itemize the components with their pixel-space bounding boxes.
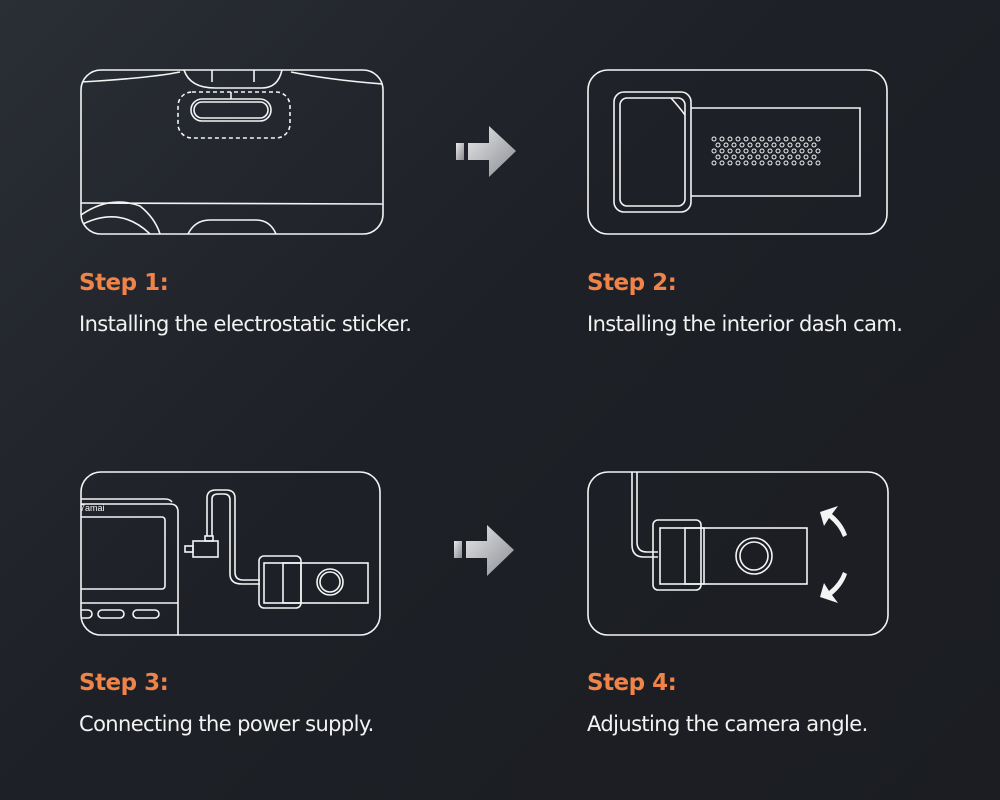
grille-dot [731,154,737,160]
grille-dot [783,148,789,154]
arrow-right-icon [454,525,514,576]
grille-dot [727,160,733,166]
grille-dot [791,136,797,142]
grille-dot [743,160,749,166]
grille-dot [759,136,765,142]
step-3-description: Connecting the power supply. [79,712,374,736]
grille-dot [807,160,813,166]
grille-dot [795,142,801,148]
grille-dot [767,160,773,166]
grille-dot [739,142,745,148]
grille-dot [815,136,821,142]
step-2-description: Installing the interior dash cam. [587,312,903,336]
grille-dot [811,154,817,160]
grille-dot [751,160,757,166]
grille-dot [723,142,729,148]
grille-dot [811,142,817,148]
power-illustration [80,471,381,636]
brand-logo: 7amai [80,503,105,513]
grille-dot [795,154,801,160]
grille-dot [815,160,821,166]
grille-dot [767,136,773,142]
grille-dot [743,136,749,142]
grille-dot [735,160,741,166]
step-2-label: Step 2: [587,270,677,296]
grille-dot [751,148,757,154]
grille-dot [771,142,777,148]
grille-dot [771,154,777,160]
grille-dot [755,154,761,160]
grille-dot [783,160,789,166]
step-1-description: Installing the electrostatic sticker. [79,312,412,336]
grille-dot [739,154,745,160]
grille-dot [723,154,729,160]
grille-dot [763,154,769,160]
grille-dot [735,148,741,154]
grille-dot [711,148,717,154]
grille-dot [815,148,821,154]
grille-dot [799,136,805,142]
sticker-illustration [80,69,384,235]
grille-dot [759,148,765,154]
grille-dot [807,136,813,142]
step-3-label: Step 3: [79,670,169,696]
angle-illustration [587,471,889,636]
grille-dot [799,148,805,154]
grille-dot [719,136,725,142]
grille-dot [807,148,813,154]
grille-dot [727,136,733,142]
grille-dot [803,154,809,160]
grille-dot [787,142,793,148]
grille-dot [775,136,781,142]
grille-dot [711,160,717,166]
grille-dot [787,154,793,160]
speaker-grille [711,136,821,166]
grille-dot [719,148,725,154]
grille-dot [719,160,725,166]
grille-dot [759,160,765,166]
grille-dot [747,154,753,160]
step-4-label: Step 4: [587,670,677,696]
grille-dot [727,148,733,154]
grille-dot [735,136,741,142]
grille-dot [743,148,749,154]
rotate-arrows-icon [820,506,847,603]
grille-dot [803,142,809,148]
grille-dot [731,142,737,148]
grille-dot [779,154,785,160]
arrow-right-icon [456,126,516,177]
step-4-description: Adjusting the camera angle. [587,712,868,736]
grille-dot [799,160,805,166]
grille-dot [751,136,757,142]
grille-dot [791,148,797,154]
grille-dot [747,142,753,148]
step-1-label: Step 1: [79,270,169,296]
grille-dot [715,154,721,160]
grille-dot [763,142,769,148]
grille-dot [791,160,797,166]
grille-dot [779,142,785,148]
grille-dot [783,136,789,142]
grille-dot [715,142,721,148]
grille-dot [775,160,781,166]
dashcam-mount-illustration [587,69,888,235]
grille-dot [755,142,761,148]
grille-dot [767,148,773,154]
grille-dot [711,136,717,142]
grille-dot [775,148,781,154]
